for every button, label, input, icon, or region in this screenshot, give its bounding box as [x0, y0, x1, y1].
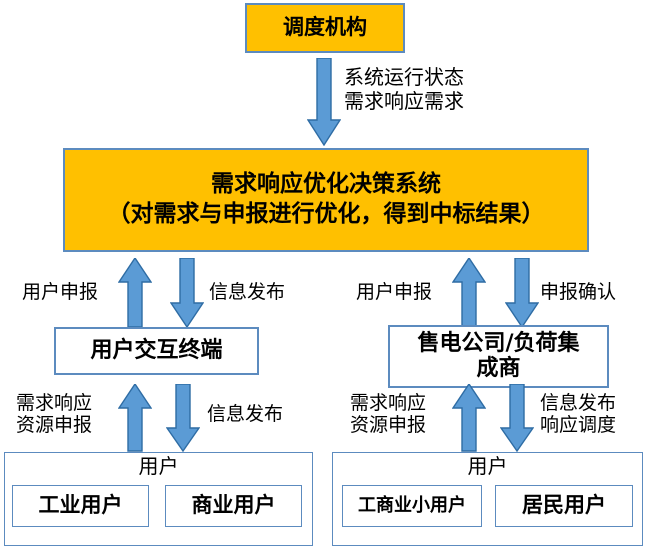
node-dispatch-organization-label: 调度机构 — [283, 15, 367, 40]
arrow-left-user-declaration-up — [118, 258, 152, 328]
flow-label-dispatch-to-core: 系统运行状态 需求响应需求 — [344, 65, 464, 113]
node-dispatch-organization[interactable]: 调度机构 — [245, 3, 405, 53]
node-industrial-users-label: 工业用户 — [38, 493, 123, 518]
arrow-right-user-declaration-up — [452, 258, 486, 328]
flow-label-left-info-publish-lower: 信息发布 — [207, 403, 284, 425]
flow-label-right-user-declaration: 用户申报 — [356, 281, 433, 303]
node-industrial-users[interactable]: 工业用户 — [12, 485, 149, 527]
arrow-left-info-publish-down — [170, 258, 204, 328]
node-commercial-users[interactable]: 商业用户 — [165, 485, 302, 527]
group-left-users-title: 用户 — [138, 454, 179, 478]
node-small-commercial-industrial-users-label: 工商业小用户 — [358, 494, 466, 516]
node-retailer-load-aggregator[interactable]: 售电公司/负荷集 成商 — [388, 325, 609, 388]
node-residential-users[interactable]: 居民用户 — [495, 485, 633, 527]
arrow-right-declaration-confirm-down — [505, 258, 539, 328]
node-retailer-load-aggregator-line-2: 成商 — [476, 355, 521, 381]
node-residential-users-label: 居民用户 — [522, 493, 606, 518]
arrow-right-info-publish-dispatch-down — [500, 384, 534, 452]
arrow-left-info-publish-lower-down — [166, 384, 200, 452]
core-box-line-1: 需求响应优化决策系统 — [211, 171, 441, 198]
arrow-dispatch-to-core — [307, 58, 341, 146]
node-user-interaction-terminal[interactable]: 用户交互终端 — [54, 327, 259, 375]
node-small-commercial-industrial-users[interactable]: 工商业小用户 — [342, 485, 482, 527]
node-retailer-load-aggregator-line-1: 售电公司/负荷集 — [417, 330, 580, 356]
flow-label-right-info-publish-dispatch: 信息发布 响应调度 — [540, 392, 617, 437]
flow-label-right-resource-declaration: 需求响应 资源申报 — [350, 392, 427, 437]
node-commercial-users-label: 商业用户 — [191, 493, 276, 518]
flow-label-right-declaration-confirm: 申报确认 — [540, 281, 617, 303]
node-user-interaction-terminal-label: 用户交互终端 — [90, 337, 223, 363]
arrow-right-resource-declaration-up — [452, 384, 486, 452]
core-box-line-2: （对需求与申报进行优化，得到中标结果） — [107, 201, 545, 227]
group-right-users-title: 用户 — [467, 454, 508, 478]
flow-label-left-user-declaration: 用户申报 — [22, 281, 99, 303]
node-demand-response-decision-system[interactable]: 需求响应优化决策系统 （对需求与申报进行优化，得到中标结果） — [63, 148, 589, 252]
flow-label-left-resource-declaration: 需求响应 资源申报 — [16, 392, 93, 437]
flow-label-left-info-publish: 信息发布 — [209, 281, 286, 303]
arrow-left-resource-declaration-up — [118, 384, 152, 452]
